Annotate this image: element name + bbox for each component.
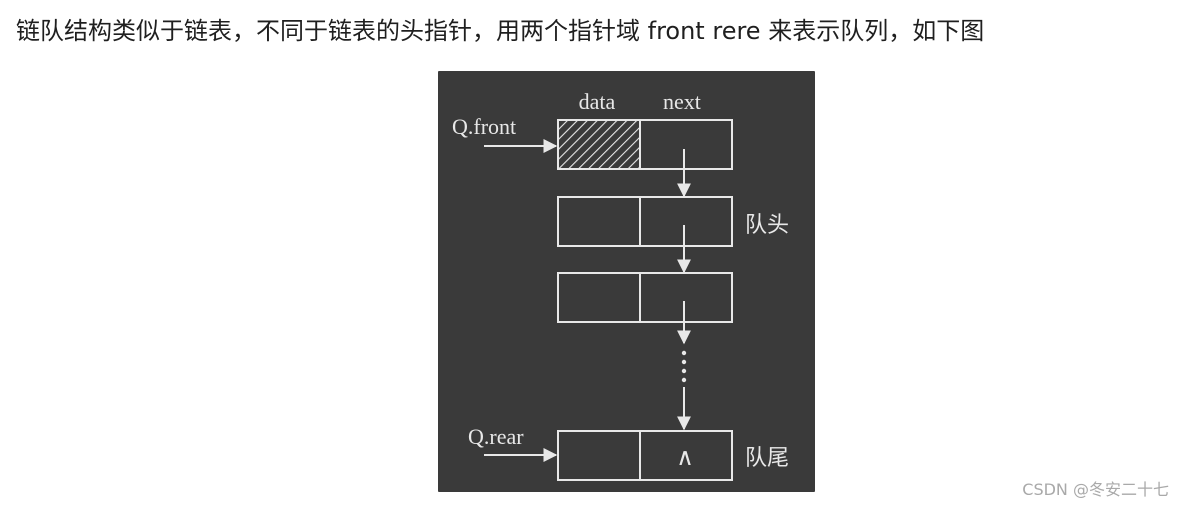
linked-queue-diagram: data next Q.front 队头	[452, 89, 789, 481]
queue-node-last	[557, 430, 733, 481]
next-field-label: next	[663, 89, 701, 114]
linked-queue-figure: data next Q.front 队头	[438, 71, 815, 492]
queue-tail-label: 队尾	[745, 446, 789, 471]
queue-node-last-data-cell	[557, 430, 641, 481]
queue-node-last-next-cell	[639, 430, 733, 481]
queue-node-first-next-cell	[639, 196, 733, 247]
null-pointer-symbol: ∧	[676, 443, 694, 471]
queue-node-second-data-cell	[557, 272, 641, 323]
intro-paragraph: 链队结构类似于链表，不同于链表的头指针，用两个指针域 front rere 来表…	[16, 17, 985, 45]
queue-node-second-next-cell	[639, 272, 733, 323]
rear-pointer-label: Q.rear	[468, 424, 524, 449]
head-node-next-cell	[639, 119, 733, 170]
ellipsis-dots	[681, 350, 687, 383]
head-node	[557, 119, 733, 170]
data-field-label: data	[579, 89, 616, 114]
head-node-data-cell	[557, 119, 641, 170]
queue-head-label: 队头	[745, 213, 789, 238]
queue-node-first-data-cell	[557, 196, 641, 247]
csdn-watermark: CSDN @冬安二十七	[1022, 480, 1169, 499]
queue-node-first	[557, 196, 733, 247]
front-pointer-label: Q.front	[452, 114, 516, 139]
queue-node-second	[557, 272, 733, 323]
